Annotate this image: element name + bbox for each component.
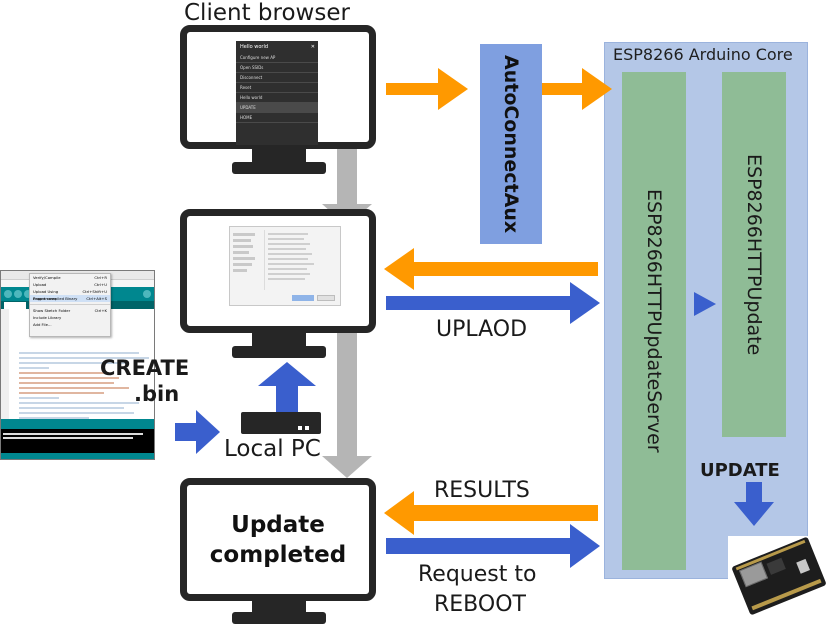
blue-arrow-local-pc-up [258,362,316,414]
blue-arrow-update-down [734,482,774,526]
orange-arrow-results [384,491,598,535]
request-reboot-line2: REBOOT [434,592,526,617]
browser-menu-header: Hello world ✕ [236,41,318,53]
monitor-neck [252,149,306,165]
ide-menu-item[interactable]: Include Library [33,315,62,320]
uplaod-label: UPLAOD [436,317,528,342]
browser-menu-item[interactable]: HOME [236,113,318,123]
monitor-base [232,612,326,624]
results-label: RESULTS [434,478,530,503]
update-completed-line1: Update [231,511,325,538]
orange-arrow-core-to-uploader [384,248,598,290]
esp8266-board-photo [728,536,828,616]
blue-arrow-request-reboot [386,524,600,568]
create-bin-line2: .bin [134,382,180,406]
browser-menu-item[interactable]: Open SSIDs [236,63,318,73]
orange-arrow-autoconnectaux-to-core [542,68,612,110]
new-icon[interactable] [24,290,32,298]
request-reboot-line1: Request to [418,562,537,587]
blue-arrow-server-to-update [694,292,716,316]
browser-menu-item[interactable]: Reset [236,83,318,93]
file-dialog-list [264,230,340,290]
monitor-update-completed: Update completed [180,478,376,601]
monitor-neck [252,333,306,349]
update-label: UPDATE [700,460,780,481]
blue-arrow-ide-to-local-pc [175,410,220,454]
create-bin-line1: CREATE [100,356,190,380]
browser-menu-item[interactable]: Hello world [236,93,318,103]
local-pc-icon [241,412,321,434]
client-browser-title: Client browser [184,0,350,26]
autoconnectaux-box [480,44,542,244]
update-server-label: ESP8266HTTPUpdateServer [643,189,665,453]
ide-console [1,429,154,453]
autoconnectaux-label: AutoConnectAux [500,54,522,234]
upload-icon[interactable] [14,290,22,298]
ide-menu-divider [30,304,110,305]
esp8266-core-title: ESP8266 Arduino Core [613,45,793,64]
file-dialog-tree [233,230,261,290]
browser-menu-title: Hello world [240,44,269,50]
orange-arrow-browser-to-autoconnectaux [386,68,468,110]
browser-menu-item[interactable]: Disconnect [236,73,318,83]
file-dialog [229,226,341,306]
ide-sketch-tab[interactable] [4,302,26,309]
file-dialog-open-button[interactable] [292,295,314,301]
monitor-uploader [180,209,376,333]
browser-menu-panel: Hello world ✕ Configure new AP Open SSID… [236,41,318,145]
blue-arrow-upload [386,282,600,324]
gray-arrow-uploader-to-completed [322,320,372,478]
local-pc-label: Local PC [224,436,321,462]
update-server-column [622,72,686,570]
update-completed-line2: completed [209,541,347,568]
ide-status-bar [1,419,154,429]
verify-icon[interactable] [4,290,12,298]
http-update-label: ESP8266HTTPUpdate [743,153,765,356]
board-pcb [731,536,827,616]
browser-menu-item-update[interactable]: UPDATE [236,103,318,113]
ide-footer [1,453,154,459]
close-icon[interactable]: ✕ [310,44,315,50]
http-update-column [722,72,786,437]
browser-menu-item[interactable]: Configure new AP [236,53,318,63]
ide-menu-item[interactable]: Add File... [33,322,52,327]
file-dialog-cancel-button[interactable] [317,295,335,301]
monitor-client-browser: Hello world ✕ Configure new AP Open SSID… [180,25,376,149]
monitor-base [232,346,326,358]
monitor-base [232,162,326,174]
serial-monitor-icon[interactable] [143,290,151,298]
